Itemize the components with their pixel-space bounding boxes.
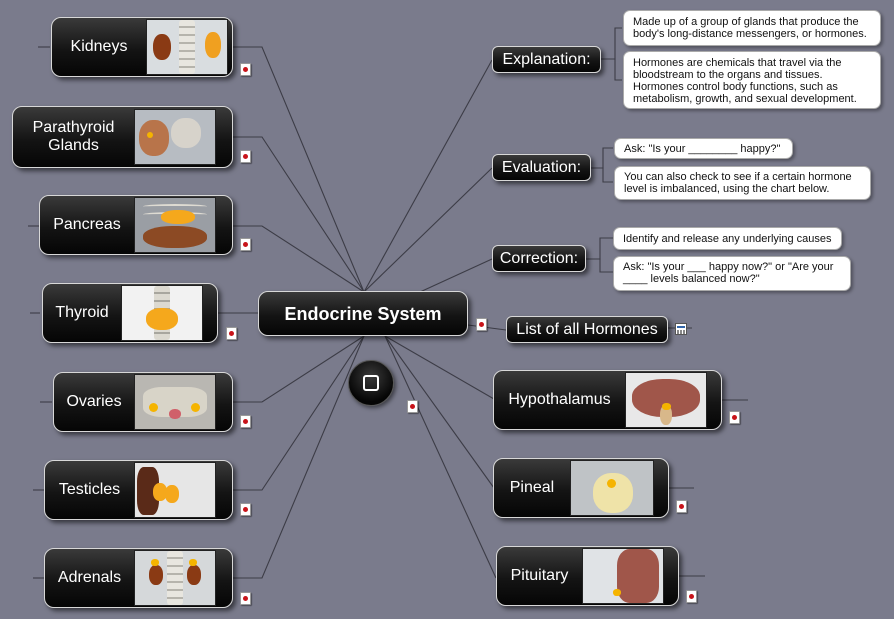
pdf-attachment-icon[interactable] <box>676 500 687 513</box>
topic-label: List of all Hormones <box>516 320 658 338</box>
topic-pineal[interactable]: Pineal <box>493 458 669 518</box>
evaluation-note-1: Ask: "Is your ________ happy?" <box>614 138 793 159</box>
topic-label: Evaluation: <box>501 158 582 176</box>
collapse-square-icon <box>363 375 379 391</box>
central-topic-label: Endocrine System <box>284 303 442 324</box>
thyroid-illustration <box>121 285 203 341</box>
adrenals-illustration <box>134 550 216 606</box>
topic-pituitary[interactable]: Pituitary <box>496 546 679 606</box>
topic-evaluation[interactable]: Evaluation: <box>492 154 591 181</box>
pdf-attachment-icon[interactable] <box>240 415 251 428</box>
topic-label: Pineal <box>509 479 555 496</box>
topic-label: Kidneys <box>70 38 128 55</box>
pituitary-illustration <box>582 548 664 604</box>
topic-label: Adrenals <box>57 569 122 586</box>
pineal-illustration <box>570 460 654 516</box>
pdf-attachment-icon[interactable] <box>240 503 251 516</box>
topic-ovaries[interactable]: Ovaries <box>53 372 233 432</box>
kidneys-illustration <box>146 19 228 75</box>
evaluation-note-2: You can also check to see if a certain h… <box>614 166 871 200</box>
pdf-attachment-icon[interactable] <box>407 400 418 413</box>
topic-label: Hypothalamus <box>508 391 611 408</box>
pdf-attachment-icon[interactable] <box>240 592 251 605</box>
topic-label: Pituitary <box>510 567 569 584</box>
pdf-attachment-icon[interactable] <box>686 590 697 603</box>
explanation-note-2: Hormones are chemicals that travel via t… <box>623 51 881 109</box>
topic-testicles[interactable]: Testicles <box>44 460 233 520</box>
topic-thyroid[interactable]: Thyroid <box>42 283 218 343</box>
topic-label: Explanation: <box>502 50 591 68</box>
topic-label: Testicles <box>58 481 121 498</box>
pancreas-illustration <box>134 197 216 253</box>
pdf-attachment-icon[interactable] <box>240 63 251 76</box>
parathyroid-illustration <box>134 109 216 165</box>
central-topic[interactable]: Endocrine System <box>258 291 468 336</box>
topic-hypothalamus[interactable]: Hypothalamus <box>493 370 722 430</box>
pdf-attachment-icon[interactable] <box>729 411 740 424</box>
spreadsheet-icon[interactable] <box>675 323 687 335</box>
correction-note-1: Identify and release any underlying caus… <box>613 227 842 250</box>
topic-parathyroid-glands[interactable]: Parathyroid Glands <box>12 106 233 168</box>
topic-label: Pancreas <box>53 216 121 233</box>
pdf-attachment-icon[interactable] <box>240 150 251 163</box>
pdf-attachment-icon[interactable] <box>476 318 487 331</box>
explanation-note-1: Made up of a group of glands that produc… <box>623 10 881 46</box>
topic-label: Thyroid <box>55 304 109 321</box>
hypothalamus-illustration <box>625 372 707 428</box>
topic-label: Correction: <box>499 249 579 267</box>
topic-list-of-all-hormones[interactable]: List of all Hormones <box>506 316 668 343</box>
correction-note-2: Ask: "Is your ___ happy now?" or "Are yo… <box>613 256 851 291</box>
topic-label: Ovaries <box>66 393 122 410</box>
pdf-attachment-icon[interactable] <box>240 238 251 251</box>
collapse-button[interactable] <box>348 360 394 406</box>
ovaries-illustration <box>134 374 216 430</box>
topic-adrenals[interactable]: Adrenals <box>44 548 233 608</box>
pdf-attachment-icon[interactable] <box>226 327 237 340</box>
testicles-illustration <box>134 462 216 518</box>
topic-kidneys[interactable]: Kidneys <box>51 17 233 77</box>
topic-pancreas[interactable]: Pancreas <box>39 195 233 255</box>
topic-correction[interactable]: Correction: <box>492 245 586 272</box>
topic-label: Parathyroid Glands <box>32 119 115 154</box>
topic-explanation[interactable]: Explanation: <box>492 46 601 73</box>
